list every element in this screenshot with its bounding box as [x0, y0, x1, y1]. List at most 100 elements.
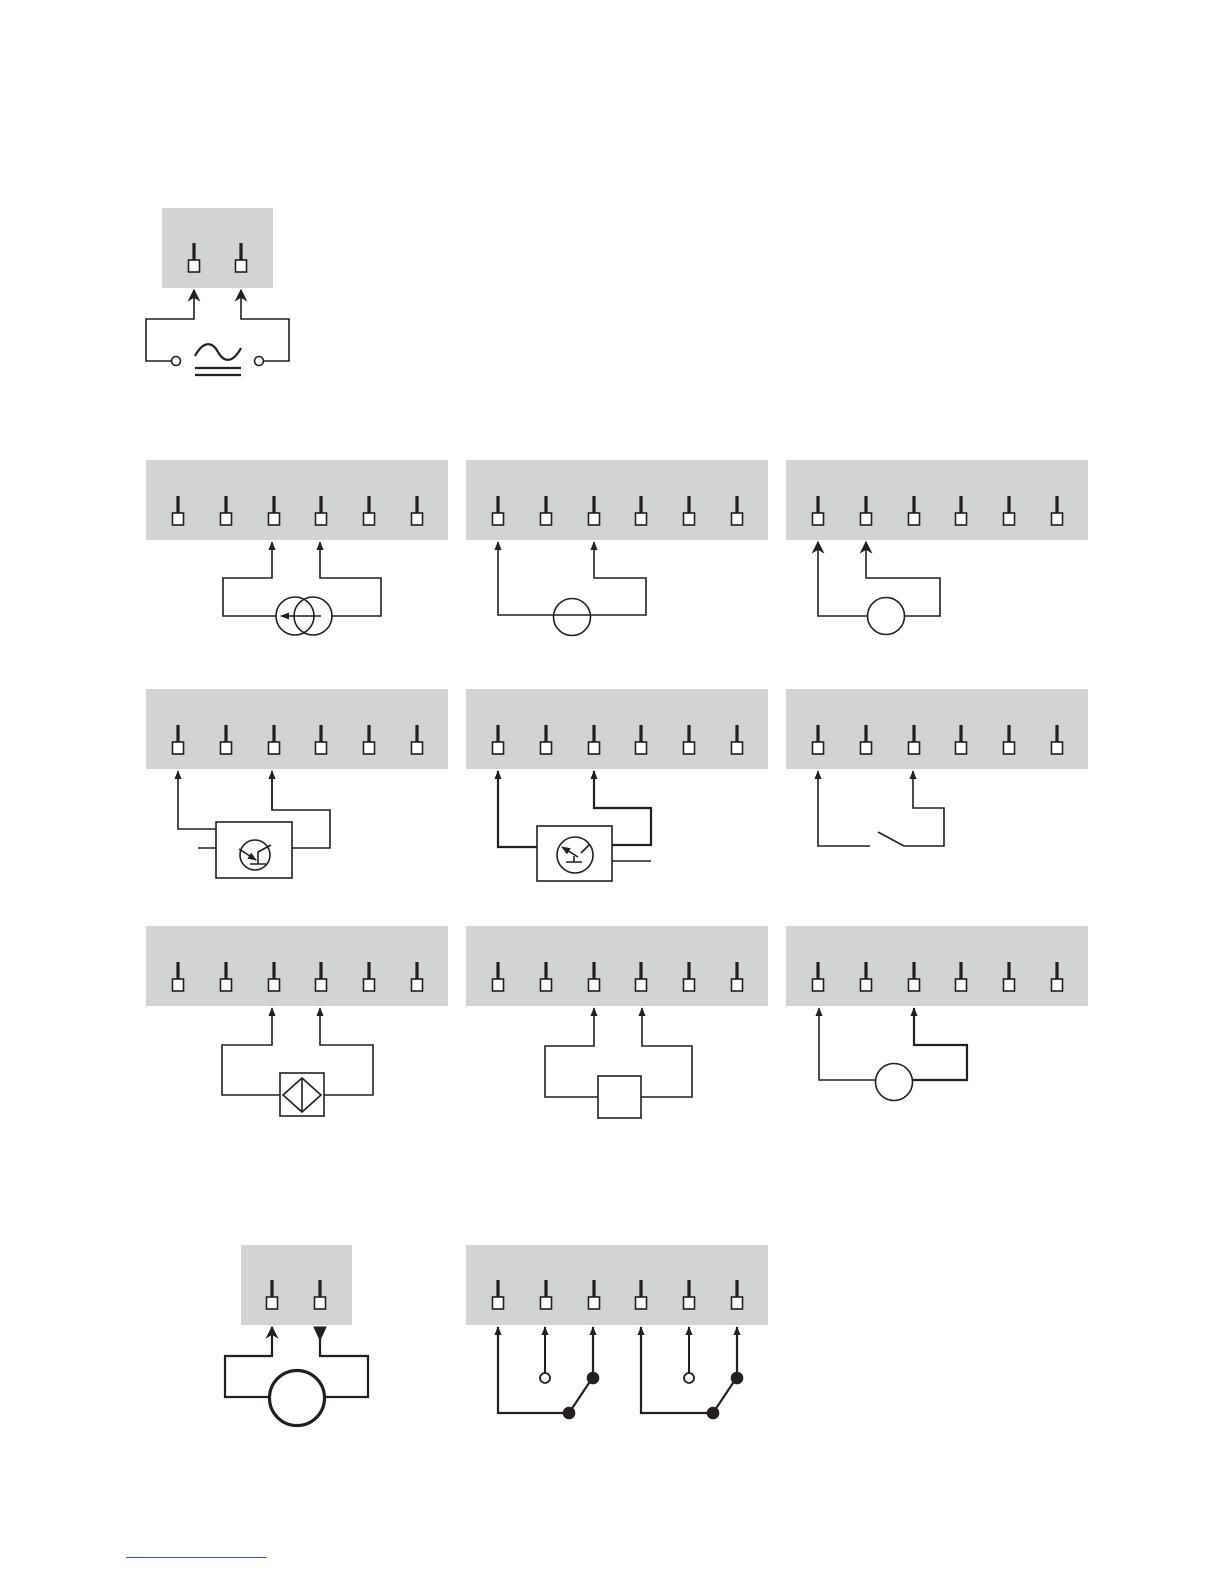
wire: [498, 1327, 569, 1413]
terminal-panel: [466, 926, 768, 1006]
wire: [498, 542, 554, 615]
terminal-5: [684, 979, 695, 991]
terminal-4: [636, 979, 647, 991]
terminal-5: [364, 979, 375, 991]
wire: [320, 1327, 368, 1397]
wire: [818, 771, 870, 846]
terminal-panel: [466, 689, 768, 769]
wire: [223, 542, 276, 616]
square-sensor-icon: [545, 1008, 692, 1118]
terminal-5: [684, 513, 695, 525]
terminal-panel: [786, 689, 1088, 769]
terminal-panel: [786, 460, 1088, 540]
circle: [554, 599, 591, 636]
wire: [594, 771, 651, 845]
input-terminal-block-r2-c2: [466, 689, 768, 769]
terminal-3: [589, 1297, 600, 1309]
emitter: [239, 849, 256, 860]
input-terminal-block-r3-c3: [786, 926, 1088, 1006]
wire: [818, 542, 868, 616]
terminal-6: [412, 979, 423, 991]
wire: [272, 771, 330, 848]
ac-power-source-icon: [146, 290, 289, 375]
wire: [641, 1008, 692, 1097]
terminal-3: [589, 742, 600, 754]
terminal-2: [861, 513, 872, 525]
terminal-6: [1052, 513, 1063, 525]
terminal-5: [1004, 742, 1015, 754]
relay-open-contact: [540, 1373, 550, 1383]
input-terminal-block-r1-c1: [146, 460, 448, 540]
terminal-2: [541, 979, 552, 991]
terminal-6: [732, 979, 743, 991]
relay-blade: [569, 1380, 591, 1413]
terminal-panel: [146, 689, 448, 769]
terminal-2: [236, 260, 247, 272]
terminal-4: [316, 513, 327, 525]
terminal-4: [636, 1297, 647, 1309]
relay-blade: [713, 1380, 735, 1413]
terminal-4: [316, 979, 327, 991]
small-sensor-circle-icon: [819, 1008, 967, 1101]
terminal-6: [732, 513, 743, 525]
voltage-source-icon: [498, 542, 646, 636]
terminal-panel: [241, 1245, 352, 1325]
terminal-6: [1052, 979, 1063, 991]
terminal-6: [732, 742, 743, 754]
collector: [566, 845, 589, 862]
current-source-icon: [223, 542, 381, 635]
output-terminal-block-small: [241, 1245, 352, 1325]
terminal-2: [315, 1297, 326, 1309]
inductive-sensor-icon: [222, 1008, 373, 1116]
terminal-6: [732, 1297, 743, 1309]
terminal-3: [909, 979, 920, 991]
wire: [545, 1008, 598, 1097]
terminal-4: [636, 513, 647, 525]
terminal-1: [813, 513, 824, 525]
input-terminal-block-r3-c2: [466, 926, 768, 1006]
input-terminal-block-r1-c2: [466, 460, 768, 540]
input-terminal-block-r1-c3: [786, 460, 1088, 540]
terminal-1: [493, 742, 504, 754]
terminal-3: [269, 979, 280, 991]
terminal-3: [269, 513, 280, 525]
terminal-1: [813, 742, 824, 754]
wire: [320, 1008, 373, 1095]
terminal-4: [956, 513, 967, 525]
sensor-box: [598, 1076, 641, 1118]
arrow-down: [314, 1327, 326, 1340]
input-terminal-block-r3-c1: [146, 926, 448, 1006]
load-circle-icon: [225, 1327, 368, 1426]
output-terminal-block-relay: [466, 1245, 768, 1325]
terminal-2: [221, 513, 232, 525]
relay-changeover-icon: [498, 1327, 743, 1419]
wire: [225, 1327, 272, 1397]
wire: [222, 1008, 280, 1095]
footer-link-underline: [126, 1557, 267, 1558]
terminal-6: [1052, 742, 1063, 754]
contact-switch-icon: [818, 771, 944, 846]
terminal-1: [173, 979, 184, 991]
terminal-3: [909, 742, 920, 754]
terminal-panel: [162, 208, 273, 288]
wire: [591, 542, 646, 615]
terminal-panel: [466, 1245, 768, 1325]
terminal-1: [493, 1297, 504, 1309]
terminal-5: [684, 742, 695, 754]
terminal-3: [909, 513, 920, 525]
wire: [241, 290, 289, 361]
terminal-panel: [466, 460, 768, 540]
terminal-1: [493, 513, 504, 525]
terminal-4: [316, 742, 327, 754]
terminal-1: [173, 513, 184, 525]
terminal-panel: [146, 926, 448, 1006]
terminal-2: [541, 1297, 552, 1309]
circle: [270, 1371, 325, 1426]
terminal-3: [589, 513, 600, 525]
terminal-1: [189, 260, 200, 272]
circle: [868, 598, 905, 635]
wire: [498, 771, 537, 847]
wire: [641, 1327, 713, 1413]
terminal-4: [636, 742, 647, 754]
sensor-circle-icon: [818, 542, 940, 635]
